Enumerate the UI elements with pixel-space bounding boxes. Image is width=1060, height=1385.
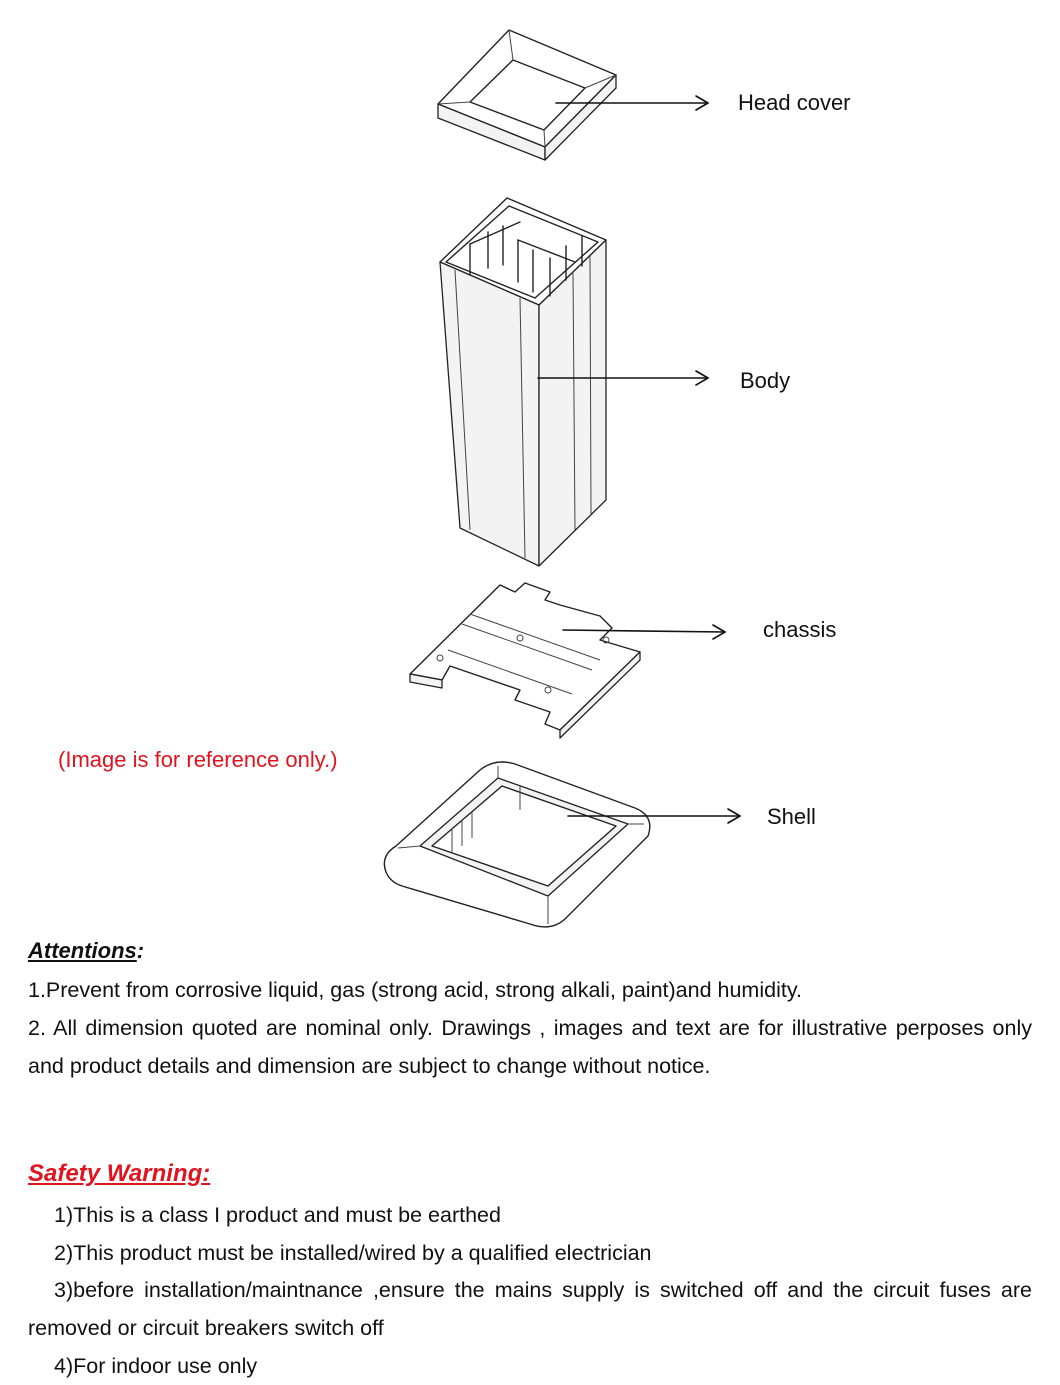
body-label: Body [740, 368, 791, 393]
safety-warning-heading: Safety Warning: [28, 1160, 211, 1187]
chassis-drawing [409, 582, 641, 739]
shell-arrow [567, 808, 741, 824]
safety-item: 3)before installation/maintnance ,ensure… [28, 1278, 1032, 1340]
body-arrow [537, 370, 709, 386]
attentions-heading: Attentions: [28, 938, 144, 964]
body-drawing [439, 197, 607, 567]
attentions-heading-colon: : [136, 938, 145, 963]
safety-item: 2)This product must be installed/wired b… [54, 1241, 652, 1265]
head-cover-drawing [437, 29, 617, 161]
exploded-assembly-drawing [383, 29, 741, 928]
head-cover-arrow [555, 95, 709, 111]
head-cover-label: Head cover [738, 90, 851, 115]
safety-item: 1)This is a class I product and must be … [54, 1203, 501, 1227]
attentions-heading-text: Attentions [28, 938, 137, 963]
safety-item: 4)For indoor use only [54, 1354, 258, 1378]
attention-item: 1.Prevent from corrosive liquid, gas (st… [28, 978, 802, 1002]
chassis-arrow [562, 624, 726, 640]
attention-item: 2. All dimension quoted are nominal only… [28, 1016, 1032, 1078]
shell-label: Shell [767, 804, 816, 829]
reference-note: (Image is for reference only.) [58, 747, 338, 772]
shell-drawing [383, 761, 651, 928]
chassis-label: chassis [763, 617, 837, 642]
